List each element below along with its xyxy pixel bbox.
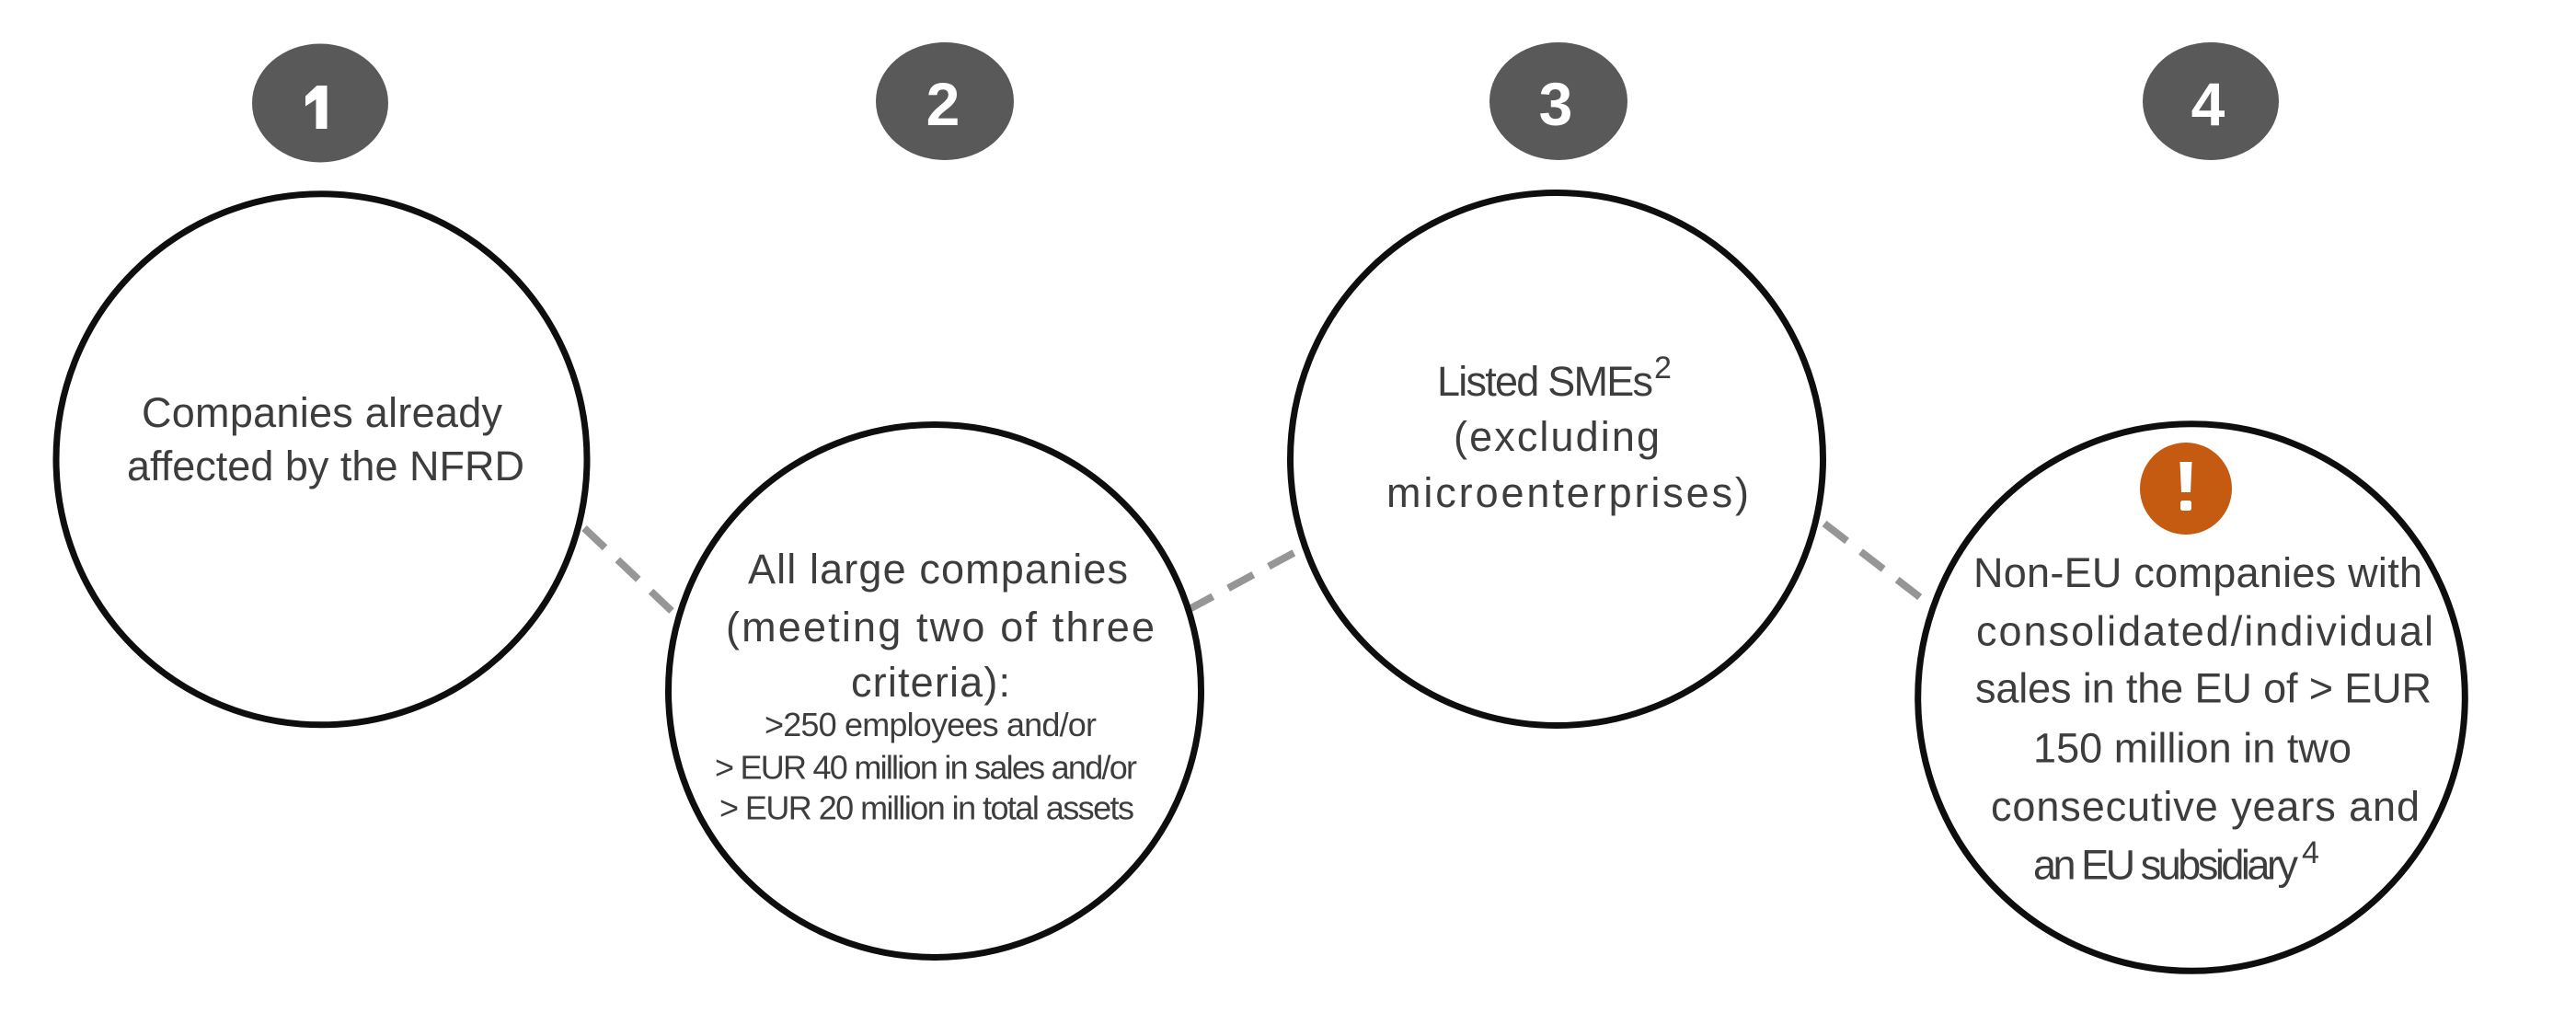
svg-text:criteria):: criteria): <box>851 659 1010 706</box>
svg-text:4: 4 <box>2302 835 2319 870</box>
svg-text:> EUR 40 million in sales and/: > EUR 40 million in sales and/or <box>715 749 1137 787</box>
svg-text:sales in the EU of > EUR: sales in the EU of > EUR <box>1975 665 2432 712</box>
svg-text:>250 employees and/or: >250 employees and/or <box>765 706 1097 743</box>
svg-text:3: 3 <box>1539 70 1573 138</box>
svg-text:150 million in two: 150 million in two <box>2033 725 2352 772</box>
svg-text:(meeting two of three: (meeting two of three <box>726 604 1155 650</box>
svg-text:2: 2 <box>1654 351 1672 386</box>
svg-text:Listed SMEs: Listed SMEs <box>1437 358 1653 405</box>
svg-text:All large companies: All large companies <box>748 546 1128 593</box>
svg-text:Non-EU companies with: Non-EU companies with <box>1973 549 2422 596</box>
svg-text:> EUR 20 million in total asse: > EUR 20 million in total assets <box>719 789 1134 827</box>
svg-text:microenterprises): microenterprises) <box>1386 469 1749 516</box>
svg-text:(excluding: (excluding <box>1454 413 1660 460</box>
svg-text:4: 4 <box>2191 70 2225 138</box>
svg-text:affected by the NFRD: affected by the NFRD <box>127 443 524 489</box>
svg-text:an EU subsidiary: an EU subsidiary <box>2033 842 2299 889</box>
svg-text:consecutive years and: consecutive years and <box>1991 783 2420 830</box>
svg-text:Companies already: Companies already <box>142 389 503 436</box>
svg-text:2: 2 <box>926 70 960 138</box>
